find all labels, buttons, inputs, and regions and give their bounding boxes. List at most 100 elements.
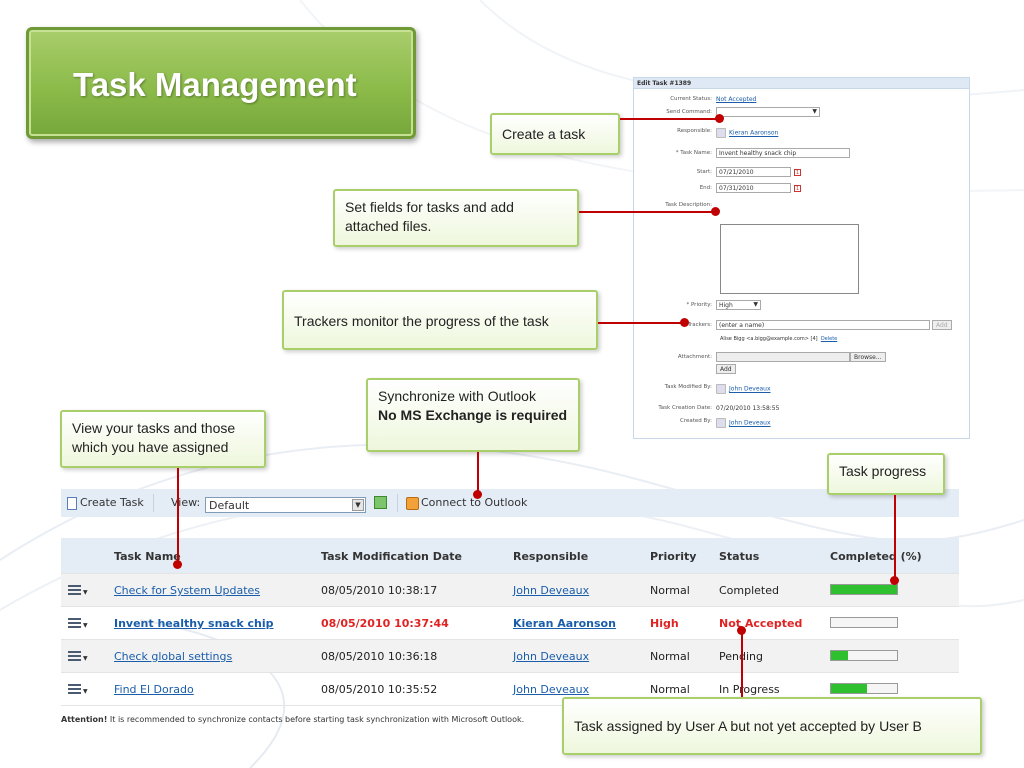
responsible-link[interactable]: John Deveaux (513, 584, 590, 597)
task-status: Completed (719, 584, 779, 597)
connect-outlook-button[interactable]: Connect to Outlook (406, 496, 527, 510)
task-status: In Progress (719, 683, 780, 696)
connector-dot (680, 318, 689, 327)
delete-tracker-link[interactable]: Delete (820, 336, 838, 342)
current-status-label: Current Status: (670, 96, 712, 102)
creation-date-value: 07/20/2010 13:58:55 (716, 405, 780, 412)
trackers-input[interactable]: (enter a name) (716, 320, 930, 330)
view-select[interactable]: Default ▼ (205, 497, 366, 513)
start-date-input[interactable]: 07/21/2010 (716, 167, 791, 177)
task-date: 08/05/2010 10:38:17 (321, 584, 438, 597)
callout-sync-outlook: Synchronize with Outlook No MS Exchange … (366, 378, 580, 452)
toolbar-divider (397, 494, 398, 512)
row-menu-icon[interactable] (68, 651, 81, 662)
connector-line (477, 452, 479, 494)
connector-dot (711, 207, 720, 216)
responsible-link[interactable]: John Deveaux (513, 683, 590, 696)
chevron-down-icon: ▼ (753, 301, 758, 308)
column-header-task-name[interactable]: Task Name (114, 550, 181, 563)
responsible-link[interactable]: Kieran Aaronson (729, 129, 779, 137)
column-header-modification-date[interactable]: Task Modification Date (321, 550, 462, 563)
description-textarea[interactable] (720, 224, 859, 294)
browse-button[interactable]: Browse... (850, 352, 886, 362)
creation-date-label: Task Creation Date: (658, 405, 712, 411)
view-settings-button[interactable] (374, 495, 387, 509)
outlook-icon (406, 496, 419, 510)
add-attachment-button[interactable]: Add (716, 364, 736, 374)
add-tracker-button[interactable]: Add (932, 320, 952, 330)
callout-task-progress: Task progress (827, 453, 945, 495)
chevron-down-icon: ▼ (812, 108, 817, 115)
table-row[interactable]: ▼ Invent healthy snack chip 08/05/2010 1… (61, 607, 959, 640)
progress-bar (830, 617, 898, 628)
task-status: Pending (719, 650, 763, 663)
calendar-icon[interactable]: 1 (794, 169, 801, 176)
task-grid: Task Name Task Modification Date Respons… (61, 538, 959, 706)
sync-line-1: Synchronize with Outlook (378, 388, 536, 404)
connector-dot (737, 626, 746, 635)
attention-note: Attention! It is recommended to synchron… (61, 715, 524, 724)
callout-create-task: Create a task (490, 113, 620, 155)
progress-bar (830, 683, 898, 694)
slide-title-box: Task Management (26, 27, 416, 139)
end-date-input[interactable]: 07/31/2010 (716, 183, 791, 193)
connector-line (620, 118, 718, 120)
attachment-input[interactable] (716, 352, 850, 362)
description-label: Task Description: (665, 202, 712, 208)
row-menu-icon[interactable] (68, 684, 81, 695)
task-date: 08/05/2010 10:37:44 (321, 617, 449, 630)
start-label: Start: (696, 169, 712, 175)
table-row[interactable]: ▼ Check for System Updates 08/05/2010 10… (61, 574, 959, 607)
priority-value: High (719, 302, 733, 309)
row-menu-icon[interactable] (68, 585, 81, 596)
progress-fill (831, 585, 897, 594)
task-name-link[interactable]: Check for System Updates (114, 584, 261, 597)
column-header-priority[interactable]: Priority (650, 550, 697, 563)
responsible-link[interactable]: Kieran Aaronson (513, 617, 616, 630)
callout-set-fields: Set fields for tasks and add attached fi… (333, 189, 579, 247)
current-status-link[interactable]: Not Accepted (716, 96, 757, 103)
slide-title: Task Management (73, 66, 357, 103)
connector-line (741, 630, 743, 697)
send-command-label: Send Command: (666, 109, 712, 115)
priority-select[interactable]: High ▼ (716, 300, 761, 310)
avatar (716, 418, 726, 428)
edit-task-panel: Edit Task #1389 Current Status: Not Acce… (633, 77, 970, 439)
end-label: End: (699, 185, 712, 191)
avatar (716, 384, 726, 394)
responsible-link[interactable]: John Deveaux (513, 650, 590, 663)
chevron-down-icon: ▼ (83, 622, 88, 629)
created-by-link[interactable]: John Deveaux (729, 419, 771, 427)
progress-bar (830, 650, 898, 661)
tracker-entry: Alise Bigg <a.bigg@example.com> [4] (720, 336, 818, 342)
progress-bar (830, 584, 898, 595)
table-row[interactable]: ▼ Check global settings 08/05/2010 10:36… (61, 640, 959, 673)
chevron-down-icon: ▼ (83, 655, 88, 662)
task-name-link[interactable]: Find El Dorado (114, 683, 194, 696)
toolbar-divider (153, 494, 154, 512)
column-header-completed[interactable]: Completed (%) (830, 550, 922, 563)
task-priority: Normal (650, 584, 690, 597)
view-label: View: (171, 496, 201, 509)
progress-fill (831, 651, 848, 660)
connector-dot (890, 576, 899, 585)
task-name-link[interactable]: Check global settings (114, 650, 233, 663)
table-row[interactable]: ▼ Find El Dorado 08/05/2010 10:35:52 Joh… (61, 673, 959, 706)
task-name-link[interactable]: Invent healthy snack chip (114, 617, 274, 630)
progress-fill (831, 684, 868, 693)
created-by-label: Created By: (680, 418, 712, 424)
column-header-status[interactable]: Status (719, 550, 760, 563)
sync-line-2: No MS Exchange is required (378, 407, 568, 423)
calendar-icon[interactable]: 1 (794, 185, 801, 192)
create-task-button[interactable]: Create Task (67, 496, 144, 510)
column-header-responsible[interactable]: Responsible (513, 550, 589, 563)
chevron-down-icon: ▼ (83, 688, 88, 695)
grid-settings-icon (374, 495, 387, 509)
create-task-label: Create Task (80, 496, 144, 509)
task-date: 08/05/2010 10:35:52 (321, 683, 438, 696)
modified-by-link[interactable]: John Deveaux (729, 385, 771, 393)
avatar (716, 128, 726, 138)
send-command-select[interactable]: ▼ (716, 107, 820, 117)
row-menu-icon[interactable] (68, 618, 81, 629)
task-name-input[interactable]: Invent healthy snack chip (716, 148, 850, 158)
